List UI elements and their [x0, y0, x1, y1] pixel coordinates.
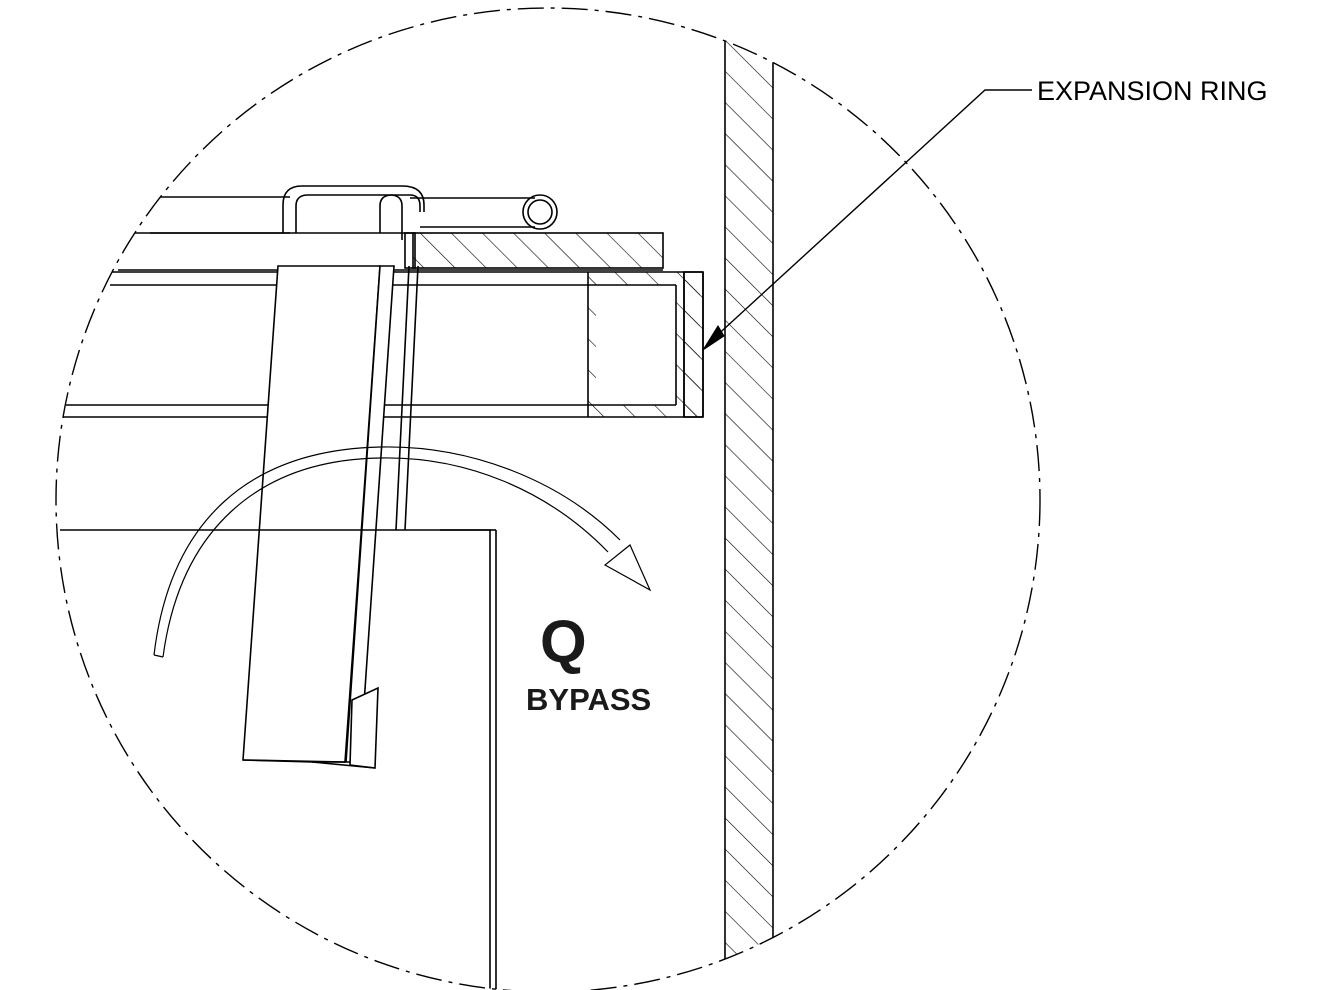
- flow-arrow: [153, 446, 652, 658]
- expansion-ring: [683, 271, 704, 418]
- callout-label: EXPANSION RING: [1037, 76, 1268, 106]
- callout-arrowhead: [702, 325, 725, 351]
- rod: [150, 194, 558, 234]
- baffle-block: [60, 529, 497, 990]
- spring-clip: [282, 185, 425, 240]
- housing-wall: [724, 8, 774, 990]
- shaft: [242, 265, 419, 769]
- flow-symbol: Q: [540, 608, 587, 675]
- retainer-bar: [412, 232, 664, 269]
- ring-body: [60, 271, 704, 418]
- detail-boundary-circle: [55, 7, 1041, 990]
- callout-leader: [711, 89, 1032, 341]
- flow-label: BYPASS: [526, 682, 651, 717]
